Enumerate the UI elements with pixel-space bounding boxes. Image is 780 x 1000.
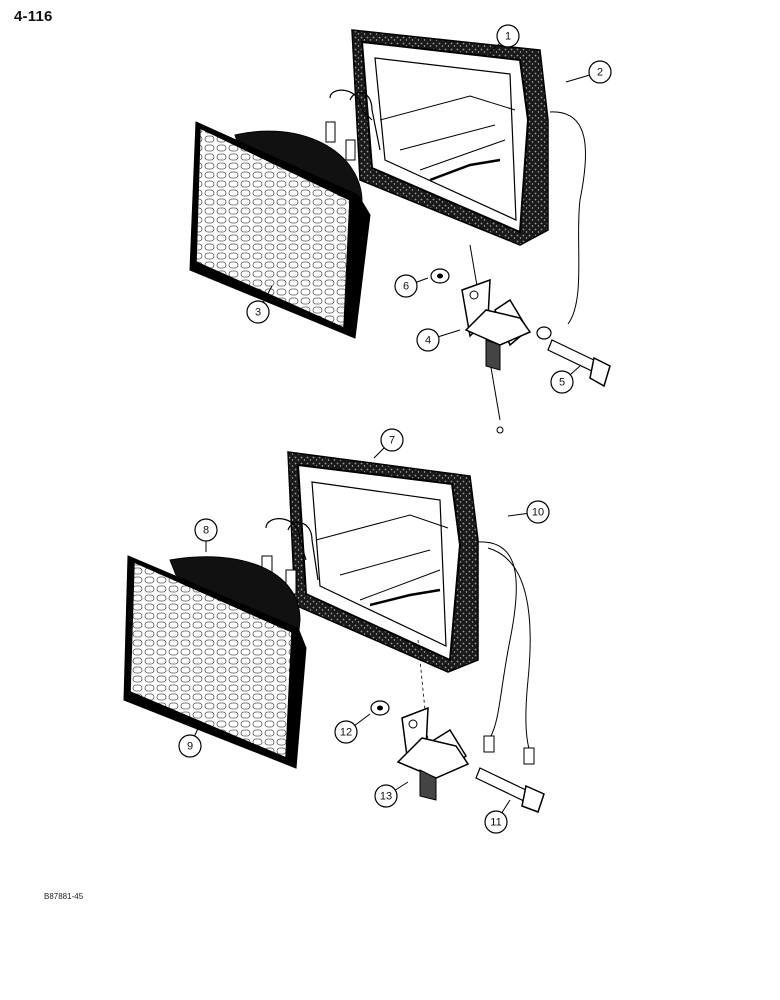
callout-3: 3	[246, 285, 273, 324]
callout-8: 8	[194, 518, 218, 552]
callout-bubble	[374, 784, 398, 808]
callout-number: 9	[187, 741, 193, 753]
callout-number: 13	[380, 791, 392, 803]
callout-13: 13	[374, 781, 409, 808]
callout-number: 5	[559, 377, 565, 389]
lower-bolt	[475, 767, 545, 813]
callout-number: 1	[505, 31, 511, 43]
callout-bubble	[246, 300, 270, 324]
upper-housing	[351, 29, 549, 246]
callout-bubble	[380, 428, 404, 452]
lower-lamp-assembly	[123, 451, 545, 813]
upper-lens	[189, 121, 371, 339]
callout-2: 2	[565, 60, 612, 84]
callout-bubble	[178, 734, 202, 758]
callout-number: 2	[597, 67, 603, 79]
lower-housing	[287, 451, 479, 673]
upper-bracket	[461, 278, 532, 371]
upper-lamp-assembly	[189, 29, 611, 434]
callout-1: 1	[489, 24, 520, 53]
callout-bubble	[526, 500, 550, 524]
callout-bubble	[550, 370, 574, 394]
callout-number: 6	[403, 281, 409, 293]
callout-number: 11	[490, 817, 501, 829]
upper-bolt	[536, 326, 611, 388]
callout-bubble	[334, 720, 358, 744]
callout-6: 6	[394, 274, 429, 298]
figure-code: B87881-45	[44, 892, 84, 901]
callout-bubble	[416, 328, 440, 352]
callout-bubble	[588, 60, 612, 84]
callout-number: 3	[255, 307, 261, 319]
callout-bubble	[194, 518, 218, 542]
page-number: 4-116	[14, 8, 53, 25]
lower-lens	[123, 555, 307, 769]
callout-bubble	[394, 274, 418, 298]
callout-number: 7	[389, 435, 395, 447]
callout-number: 10	[532, 507, 544, 519]
callout-12: 12	[334, 713, 371, 744]
callout-bubble	[496, 24, 520, 48]
callout-10: 10	[507, 500, 550, 524]
callout-11: 11	[484, 799, 511, 834]
callout-9: 9	[178, 723, 202, 758]
lower-bulb-wires	[261, 518, 535, 765]
callout-bubble	[484, 810, 508, 834]
lower-washer	[370, 700, 390, 716]
callout-4: 4	[416, 328, 461, 352]
upper-washer	[430, 268, 450, 284]
callout-number: 8	[203, 525, 209, 537]
callout-number: 4	[425, 335, 431, 347]
callout-5: 5	[550, 365, 581, 394]
lower-bracket	[396, 706, 470, 801]
callout-number: 12	[340, 727, 352, 739]
callout-7: 7	[373, 428, 404, 459]
